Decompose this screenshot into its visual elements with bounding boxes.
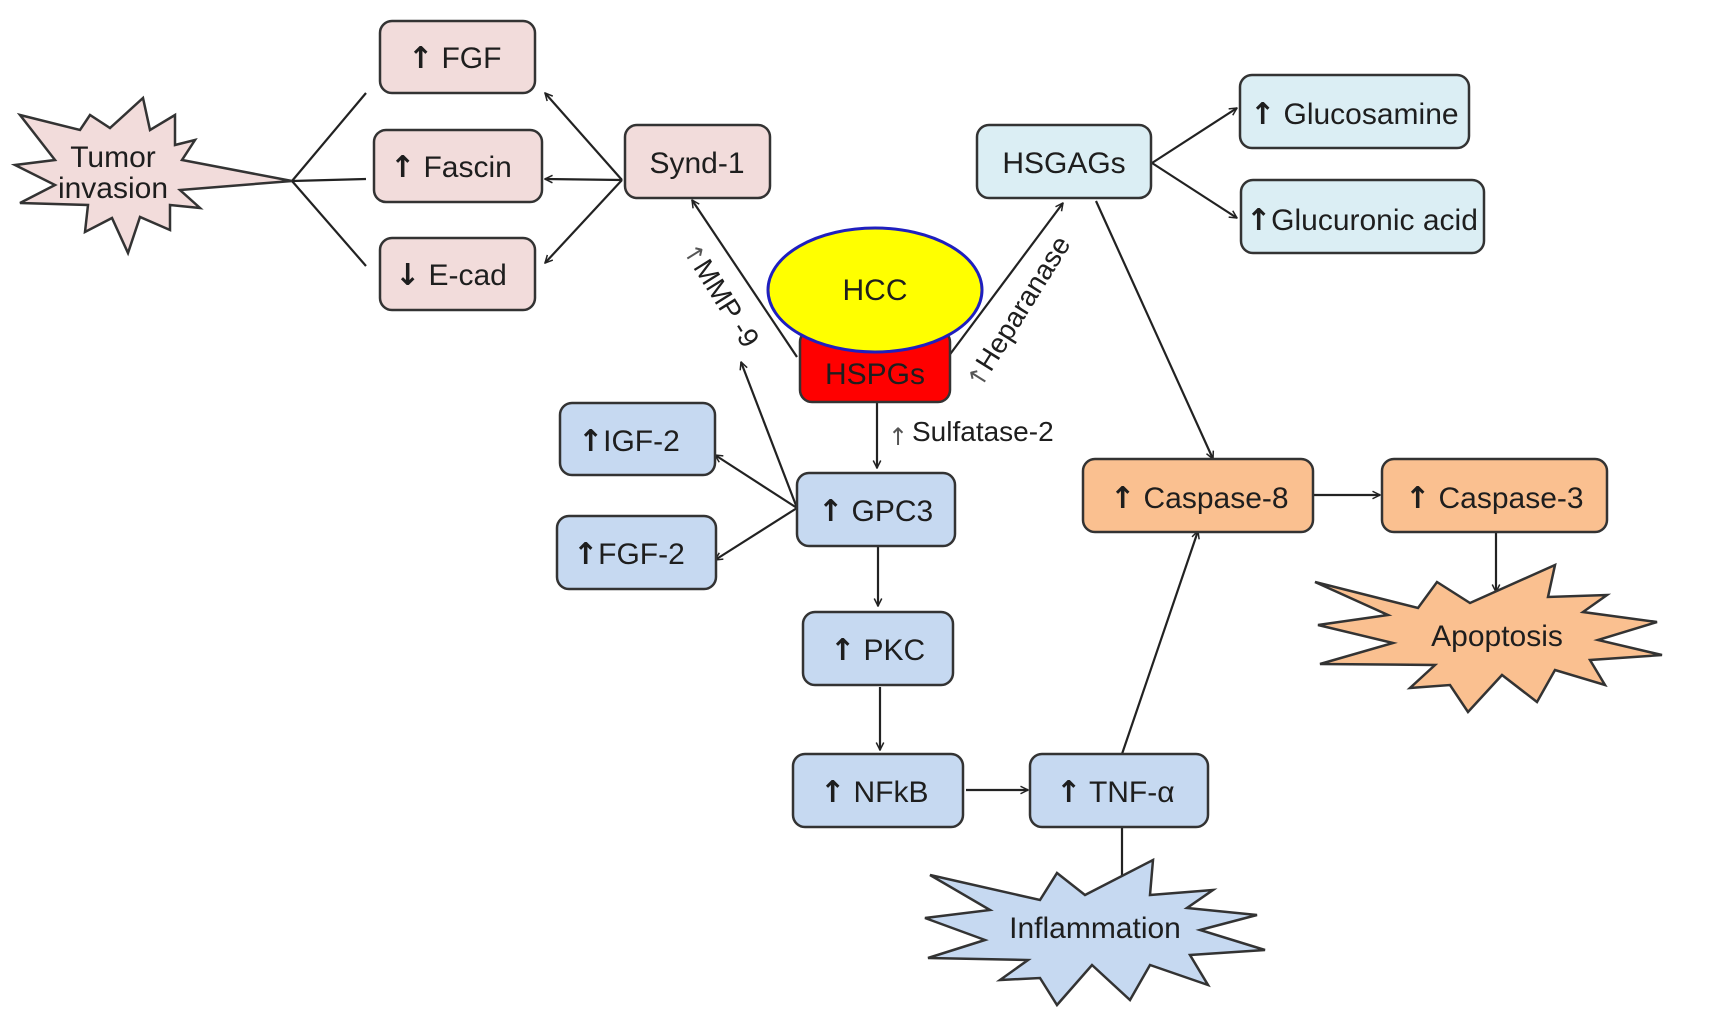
svg-text:↑ GPC3: ↑ GPC3	[818, 494, 933, 529]
node-gpc3[interactable]: ↑ GPC3	[795, 471, 957, 548]
node-hsgags[interactable]: HSGAGs	[975, 123, 1153, 200]
svg-text:↑ Fascin: ↑ Fascin	[390, 150, 512, 185]
up-arrow-icon: ↑	[830, 633, 855, 668]
hsgags-label: HSGAGs	[1002, 147, 1125, 180]
svg-text:↑ Caspase-8: ↑ Caspase-8	[1110, 481, 1289, 516]
svg-text:↑ PKC: ↑ PKC	[830, 633, 925, 668]
svg-text:↑FGF-2: ↑FGF-2	[573, 537, 685, 572]
edge-synd1-fascin	[545, 179, 623, 180]
node-tnf-alpha[interactable]: ↑ TNF-α	[1028, 752, 1210, 829]
edge-gpc3-fgf2	[715, 507, 798, 561]
edge-synd1-ecad	[545, 179, 623, 263]
burst-shape	[924, 857, 1266, 1008]
edge-fgf-tumor	[291, 92, 367, 182]
burst-shape	[10, 95, 293, 257]
svg-text:↓ E-cad: ↓ E-cad	[395, 258, 507, 293]
inflammation-label: Inflammation	[1009, 912, 1181, 945]
up-arrow-icon: ↑	[1056, 775, 1081, 810]
up-arrow-icon: ↑	[820, 775, 845, 810]
increase-arrow-icon: ↑	[888, 423, 908, 451]
node-glucosamine[interactable]: ↑ Glucosamine	[1238, 73, 1471, 150]
edge-tnfa-caspase8	[1120, 531, 1198, 755]
up-arrow-icon: ↑	[573, 537, 598, 572]
ecad-label: E-cad	[428, 259, 506, 292]
mmp9-label: MMP -9	[688, 254, 766, 353]
node-fascin[interactable]: ↑ Fascin	[372, 128, 544, 204]
tumor-invasion-line1: Tumor	[70, 141, 156, 174]
up-arrow-icon: ↑	[1246, 203, 1271, 238]
hcc-ellipse	[766, 226, 984, 354]
fascin-label: Fascin	[423, 151, 511, 184]
edge-label-mmp9: ↑ MMP -9	[677, 238, 766, 353]
node-pkc[interactable]: ↑ PKC	[801, 610, 955, 687]
edge-label-sulfatase2: ↑ Sulfatase-2	[888, 416, 1054, 451]
apoptosis-burst: Apoptosis	[1314, 562, 1663, 715]
synd1-label: Synd-1	[649, 147, 744, 180]
up-arrow-icon: ↑	[1405, 481, 1430, 516]
node-nfkb[interactable]: ↑ NFkB	[791, 752, 965, 829]
glucuronic-acid-label: Glucuronic acid	[1271, 204, 1478, 237]
sulfatase2-label: Sulfatase-2	[912, 416, 1054, 447]
tnf-alpha-label: TNF-α	[1089, 776, 1175, 809]
svg-text:↑ Caspase-3: ↑ Caspase-3	[1405, 481, 1584, 516]
caspase8-label: Caspase-8	[1143, 482, 1288, 515]
up-arrow-icon: ↑	[390, 150, 415, 185]
up-arrow-icon: ↑	[578, 424, 603, 459]
pkc-label: PKC	[863, 634, 925, 667]
svg-text:↑ NFkB: ↑ NFkB	[820, 775, 928, 810]
igf2-label: IGF-2	[603, 425, 680, 458]
up-arrow-icon: ↑	[408, 41, 433, 76]
node-caspase3[interactable]: ↑ Caspase-3	[1380, 457, 1609, 534]
up-arrow-icon: ↑	[818, 494, 843, 529]
tumor-invasion-line2: invasion	[58, 172, 168, 205]
up-arrow-icon: ↑	[1250, 97, 1275, 132]
edge-hsgags-glucosamine	[1151, 107, 1237, 164]
svg-text:↑Glucuronic acid: ↑Glucuronic acid	[1246, 203, 1478, 238]
caspase3-label: Caspase-3	[1438, 482, 1583, 515]
node-caspase8[interactable]: ↑ Caspase-8	[1081, 457, 1315, 534]
glucosamine-label: Glucosamine	[1283, 98, 1458, 131]
inflammation-burst: Inflammation	[924, 857, 1266, 1008]
edge-gpc3-igf2	[715, 454, 798, 509]
gpc3-label: GPC3	[851, 495, 933, 528]
edges	[291, 92, 1496, 895]
burst-shape	[1314, 562, 1663, 715]
tumor-invasion-burst: Tumor invasion	[10, 95, 293, 257]
edge-fascin-tumor	[291, 177, 367, 183]
svg-text:↑ Glucosamine: ↑ Glucosamine	[1250, 97, 1459, 132]
svg-text:↑ TNF-α: ↑ TNF-α	[1056, 775, 1175, 810]
hspgs-label: HSPGs	[825, 358, 925, 391]
node-synd1[interactable]: Synd-1	[623, 123, 772, 200]
node-glucuronic-acid[interactable]: ↑Glucuronic acid	[1239, 178, 1486, 255]
svg-text:↑ FGF: ↑ FGF	[408, 41, 501, 76]
apoptosis-label: Apoptosis	[1431, 620, 1563, 653]
edge-synd1-fgf	[545, 93, 623, 181]
node-igf2[interactable]: ↑IGF-2	[558, 401, 717, 477]
nfkb-label: NFkB	[853, 776, 928, 809]
edge-ecad-tumor	[291, 180, 367, 267]
edge-gpc3-mmp9	[741, 362, 799, 509]
node-ecad[interactable]: ↓ E-cad	[378, 236, 537, 312]
edge-hspgs-hsgags	[947, 203, 1063, 358]
edge-hsgags-caspase8	[1094, 200, 1213, 459]
node-fgf2[interactable]: ↑FGF-2	[555, 514, 718, 591]
node-hcc[interactable]: HCC	[766, 226, 984, 354]
fgf2-label: FGF-2	[598, 538, 685, 571]
node-fgf[interactable]: ↑ FGF	[378, 19, 537, 95]
fgf-label: FGF	[441, 42, 501, 75]
edge-hspgs-synd1	[692, 200, 798, 358]
heparanase-label: Heparanase	[969, 230, 1076, 376]
svg-text:↑IGF-2: ↑IGF-2	[578, 424, 680, 459]
down-arrow-icon: ↓	[395, 258, 420, 293]
edge-hsgags-glucuronic	[1151, 162, 1237, 219]
hcc-label: HCC	[843, 274, 908, 307]
up-arrow-icon: ↑	[1110, 481, 1135, 516]
